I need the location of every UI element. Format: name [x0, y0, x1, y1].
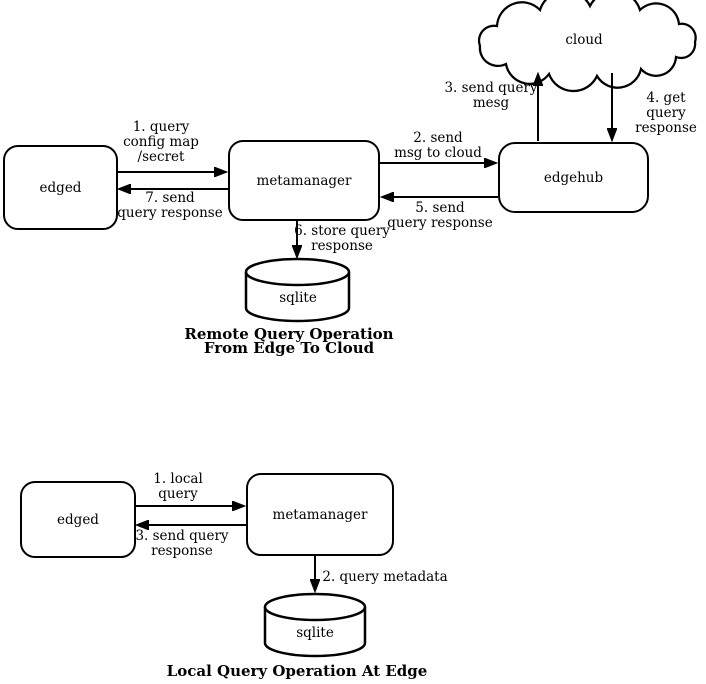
node-sqlite-remote-label: sqlite — [279, 290, 317, 306]
edge-label-send-query-mesg: 3. send query mesg — [444, 80, 538, 111]
edge-label-send-query-response-edged: 7. send query response — [117, 190, 223, 221]
node-edged-remote-label: edged — [39, 179, 82, 196]
edge-label-send-query-response-hub: 5. send query response — [387, 200, 493, 231]
edge-label-send-msg-cloud: 2. send msg to cloud — [394, 130, 482, 161]
edge-label-get-query-response: 4. get query response — [635, 90, 697, 136]
cloud-shape — [477, 0, 697, 93]
node-cloud-label: cloud — [565, 32, 603, 48]
edge-label-store-query-response: 6. store query response — [294, 223, 390, 254]
edge-label-query-config: 1. query config map /secret — [123, 119, 199, 165]
edge-label-local-query: 1. local query — [153, 471, 203, 502]
remote-diagram-caption: Remote Query Operation From Edge To Clou… — [184, 325, 394, 357]
node-edged-local: edged — [20, 481, 136, 558]
node-metamanager-remote: metamanager — [228, 140, 380, 221]
sqlite-cylinder-local-top — [263, 592, 367, 622]
edge-label-query-metadata: 2. query metadata — [322, 569, 448, 585]
node-edged-local-label: edged — [57, 511, 99, 528]
node-edgehub-label: edgehub — [543, 169, 604, 186]
local-diagram-caption: Local Query Operation At Edge — [166, 662, 428, 680]
edge-label-send-query-response-local: 3. send query response — [135, 528, 229, 559]
node-sqlite-local-label: sqlite — [296, 625, 334, 641]
node-metamanager-local: metamanager — [246, 473, 394, 556]
sqlite-cylinder-remote-top — [244, 257, 351, 287]
node-edgehub: edgehub — [498, 142, 649, 213]
node-metamanager-local-label: metamanager — [272, 506, 368, 523]
node-edged-remote: edged — [3, 145, 118, 230]
node-metamanager-remote-label: metamanager — [256, 172, 352, 189]
